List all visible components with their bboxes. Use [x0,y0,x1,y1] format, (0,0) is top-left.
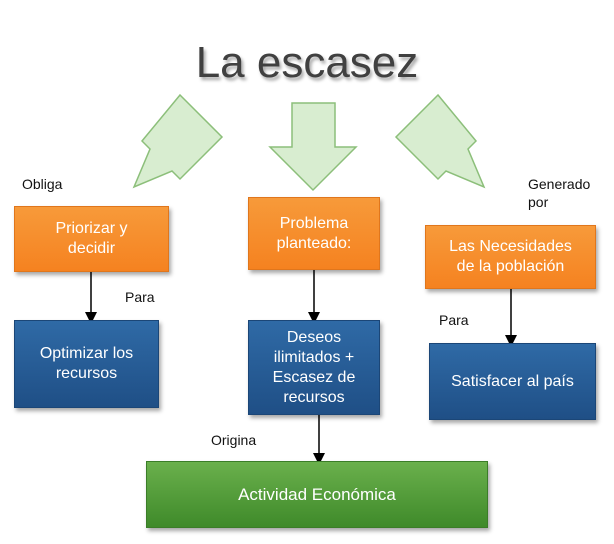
green-arrow-left [132,93,224,189]
box-satisfacer: Satisfacer al país [429,343,596,420]
box-problema-line1: Problema [279,214,349,232]
box-deseos-line4: recursos [283,388,345,406]
box-deseos-line2: ilimitados + [273,348,355,366]
box-optimizar: Optimizar los recursos [14,320,159,408]
label-origina: Origina [211,432,257,448]
box-actividad: Actividad Económica [146,461,488,528]
box-necesidades-line2: de la población [456,258,565,275]
diagram-title: La escasez [195,38,419,87]
box-deseos-line3: Escasez de [272,368,356,386]
box-priorizar-line2: decidir [67,240,116,257]
label-generado-por: Generado por [528,175,590,211]
label-obliga: Obliga [22,176,63,192]
green-arrow-right [394,93,486,189]
box-priorizar: Priorizar y decidir [14,206,169,272]
box-problema: Problema planteado: [248,197,380,270]
label-por: por [528,194,549,211]
green-arrow-center [268,102,358,192]
label-para-right: Para [439,312,469,328]
box-problema-line2: planteado: [276,234,352,252]
box-deseos: Deseos ilimitados + Escasez de recursos [248,320,380,415]
box-deseos-line1: Deseos [286,328,342,346]
box-necesidades: Las Necesidades de la población [425,225,596,289]
box-priorizar-line1: Priorizar y [55,220,128,237]
box-necesidades-line1: Las Necesidades [449,238,572,255]
label-para-left: Para [125,289,155,305]
box-actividad-label: Actividad Económica [238,484,396,504]
box-optimizar-line1: Optimizar los [39,345,134,362]
label-generado: Generado [528,176,591,192]
box-satisfacer-label: Satisfacer al país [451,372,574,390]
box-optimizar-line2: recursos [55,365,118,382]
